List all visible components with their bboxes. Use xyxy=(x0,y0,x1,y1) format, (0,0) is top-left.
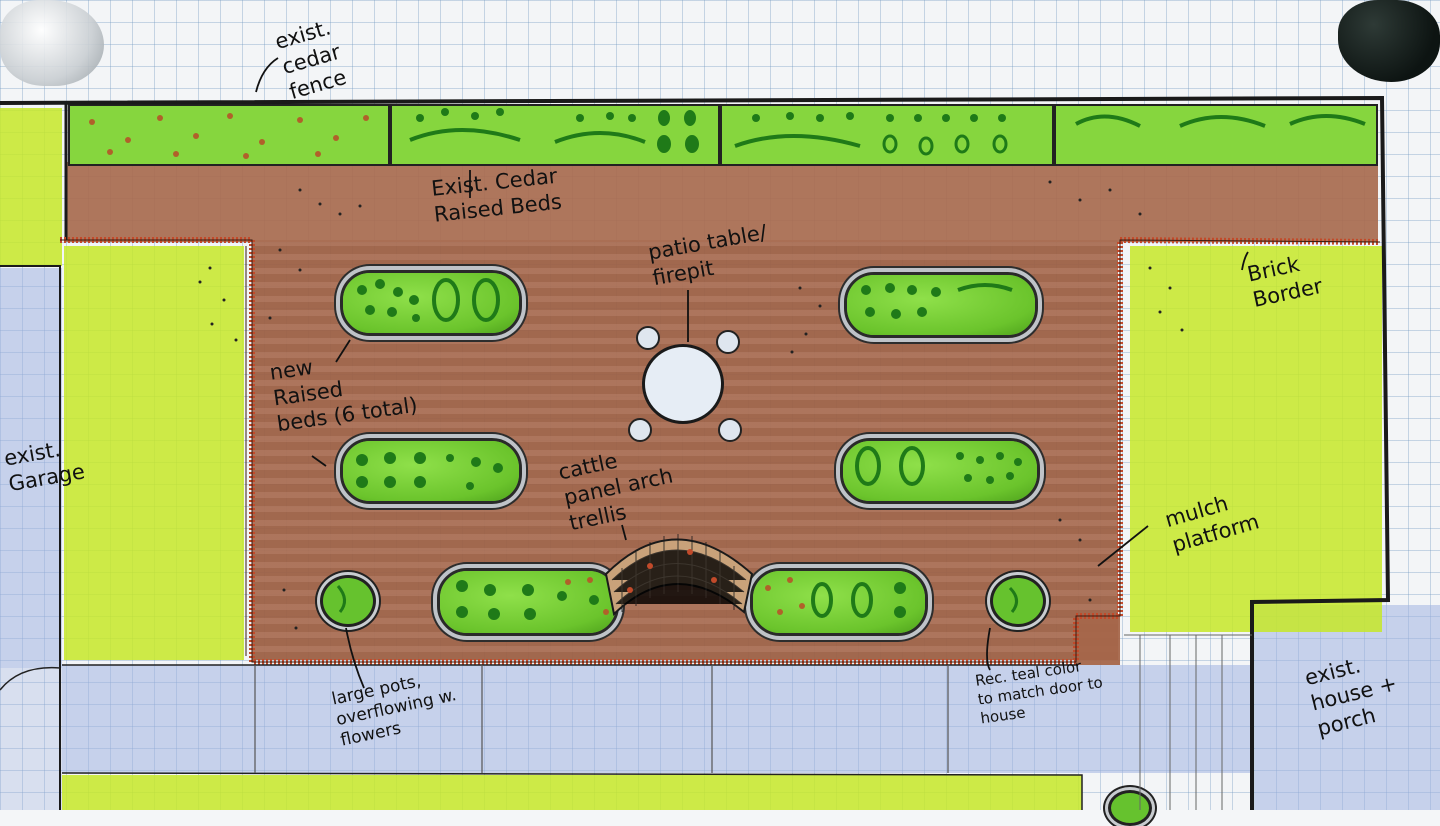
lawn-bottom xyxy=(62,775,1082,810)
new-bed-mid-left xyxy=(340,438,522,504)
stool-tr xyxy=(716,330,740,354)
new-bed-mid-right xyxy=(840,438,1040,504)
mulch-top-band xyxy=(66,162,1378,242)
firepit xyxy=(642,344,724,424)
walkway xyxy=(62,665,1252,773)
mulch-notch xyxy=(1076,615,1120,665)
new-bed-top-right xyxy=(844,272,1038,338)
glass-stone xyxy=(0,0,104,86)
left-strip xyxy=(0,668,62,810)
pot-left xyxy=(320,575,376,627)
stool-br xyxy=(718,418,742,442)
lawn-left-top xyxy=(0,108,62,266)
house-area xyxy=(1255,605,1440,810)
lawn-right xyxy=(1130,246,1382,632)
lawn-left xyxy=(64,246,244,660)
new-bed-top-left xyxy=(340,270,522,336)
dark-stone xyxy=(1338,0,1440,82)
new-bed-bottom-right xyxy=(750,568,928,636)
stool-bl xyxy=(628,418,652,442)
stool-tl xyxy=(636,326,660,350)
garage-area xyxy=(0,268,62,668)
